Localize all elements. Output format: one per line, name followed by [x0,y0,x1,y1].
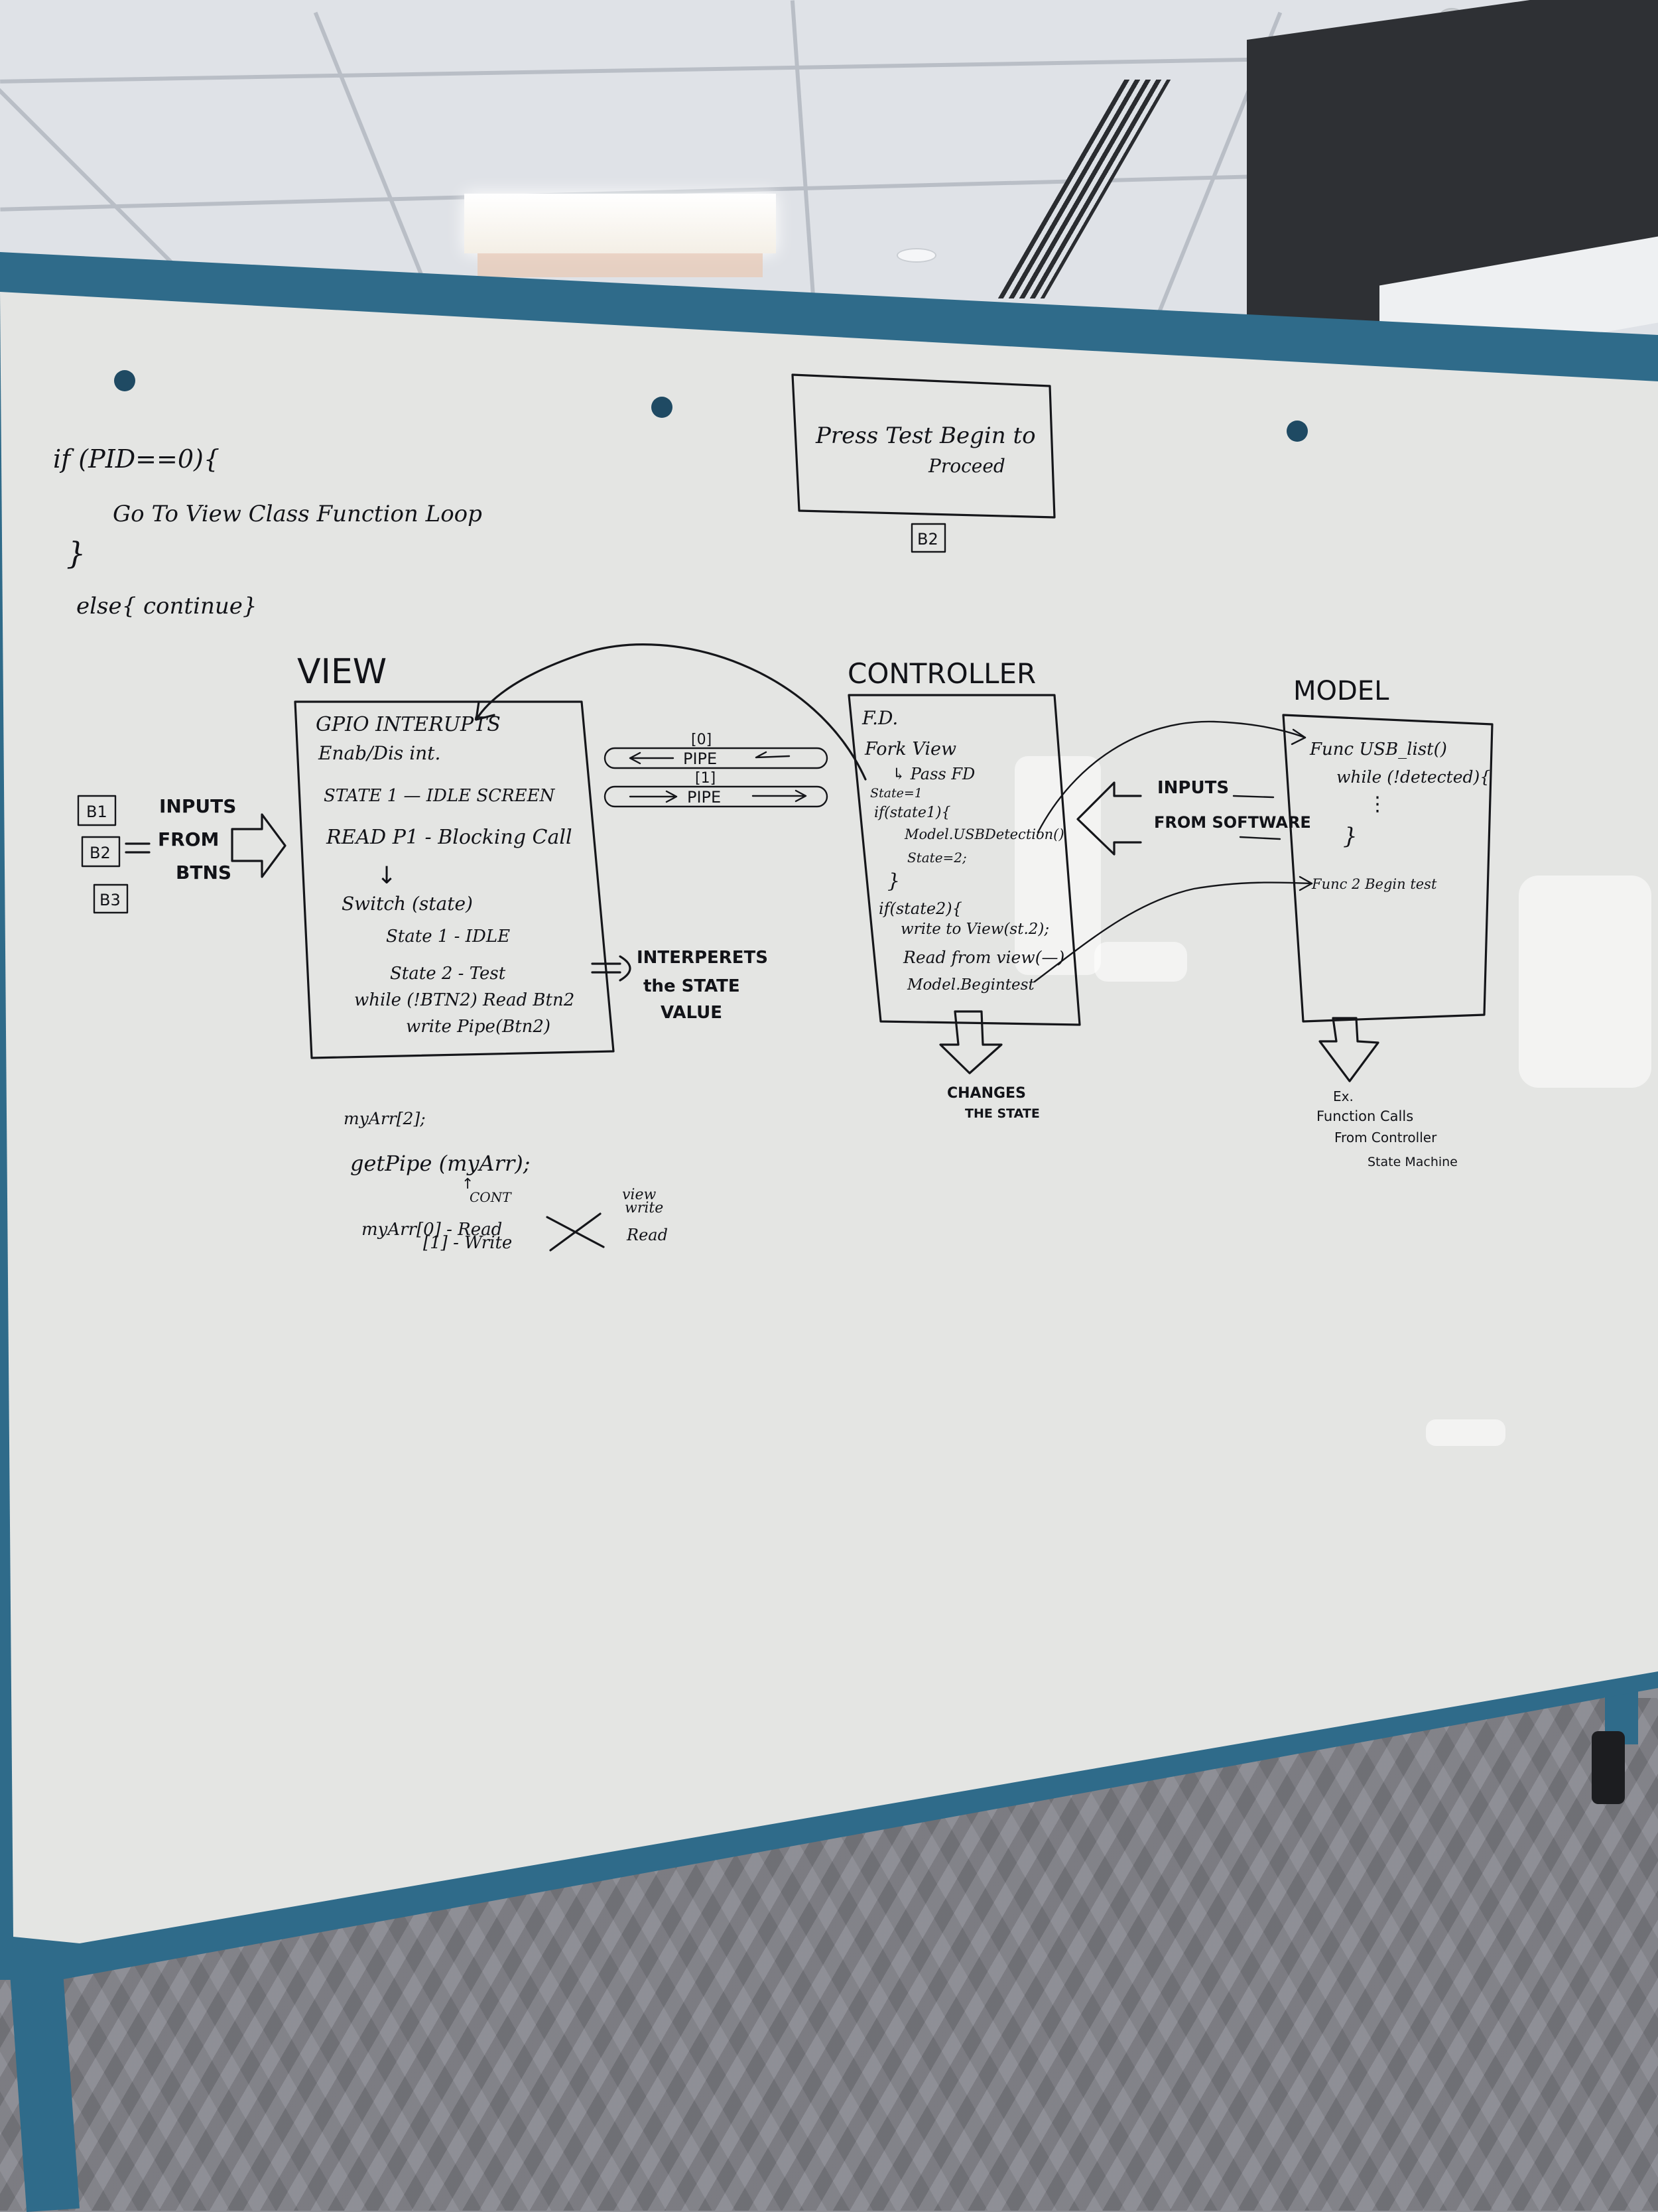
view-title: VIEW [297,652,387,692]
popup-line-1: Press Test Begin to [815,423,1036,449]
controller-line-4: State=1 [870,786,923,801]
model-line-2: while (!detected){ [1336,767,1490,787]
note-arr: myArr[2]; [344,1109,426,1128]
view-down-arrow: ↓ [377,862,397,889]
view-note-2: the STATE [643,976,740,996]
pipe-bottom-label: PIPE [687,788,721,807]
inputs-line-1: INPUTS [159,795,236,817]
view-line-2: Enab/Dis int. [318,742,440,764]
pipe-top-label: PIPE [683,749,717,768]
model-bottom-1: Ex. [1333,1088,1354,1104]
model-line-5: Func 2 Begin test [1311,876,1437,892]
note-right-3: Read [626,1226,668,1244]
model-line-3: ⋮ [1368,793,1387,816]
view-line-6: Switch (state) [342,893,473,915]
note-getpipe: getPipe (myArr); [350,1151,531,1176]
glare [1094,942,1187,982]
controller-line-3: ↳ Pass FD [892,765,975,783]
note-right-2: write [625,1200,663,1216]
controller-line-9: if(state2){ [879,899,962,918]
controller-line-7: State=2; [907,850,967,866]
controller-line-11: Read from view(—) [903,948,1064,967]
controller-line-8: } [887,870,900,893]
model-bottom-3: From Controller [1334,1130,1437,1145]
code-line-4: else{ continue} [76,593,257,619]
popup-line-2: Proceed [928,455,1005,477]
view-note-1: INTERPERETS [637,948,768,968]
inputs-line-3: BTNS [176,862,231,883]
note-cont: CONT [470,1189,512,1205]
controller-line-2: Fork View [864,739,956,759]
view-line-9: while (!BTN2) Read Btn2 [354,990,574,1010]
controller-title: CONTROLLER [848,657,1036,690]
b1-label: B1 [86,803,107,821]
view-line-1: GPIO INTERUPTS [316,713,501,736]
view-line-7: State 1 - IDLE [386,927,510,946]
inputs-line-2: FROM [158,828,219,850]
view-note-3: VALUE [661,1003,722,1023]
controller-line-10: write to View(st.2); [901,921,1049,938]
model-line-1: Func USB_list() [1309,740,1447,759]
code-line-1: if (PID==0){ [53,444,220,474]
model-title: MODEL [1293,676,1389,706]
controller-line-1: F.D. [861,707,898,729]
pipe-top-index: [0] [691,732,712,748]
glare [1519,876,1651,1088]
controller-bottom-1: CHANGES [947,1085,1026,1102]
magnet [114,370,135,391]
model-line-4: } [1343,823,1358,850]
magnet [651,397,672,418]
glare [1426,1419,1505,1446]
pipe-bottom-index: [1] [695,770,716,787]
controller-line-5: if(state1){ [874,805,950,821]
view-line-10: write Pipe(Btn2) [406,1017,550,1037]
view-line-4: READ P1 - Blocking Call [326,826,572,849]
view-line-3: STATE 1 — IDLE SCREEN [324,786,556,806]
b2-label: B2 [90,844,111,862]
software-inputs-2: FROM SOFTWARE [1154,813,1311,832]
controller-line-12: Model.Begintest [907,976,1035,994]
code-line-3: } [66,535,86,571]
controller-bottom-2: THE STATE [965,1106,1040,1121]
note-write: [1] - Write [423,1233,512,1253]
magnet [1287,421,1308,442]
model-bottom-4: State Machine [1368,1155,1458,1169]
view-line-8: State 2 - Test [390,964,506,984]
popup-button-label: B2 [917,530,938,549]
software-inputs-1: INPUTS [1157,778,1229,798]
code-line-2: Go To View Class Function Loop [113,501,482,527]
model-bottom-2: Function Calls [1316,1108,1413,1124]
b3-label: B3 [99,891,121,909]
